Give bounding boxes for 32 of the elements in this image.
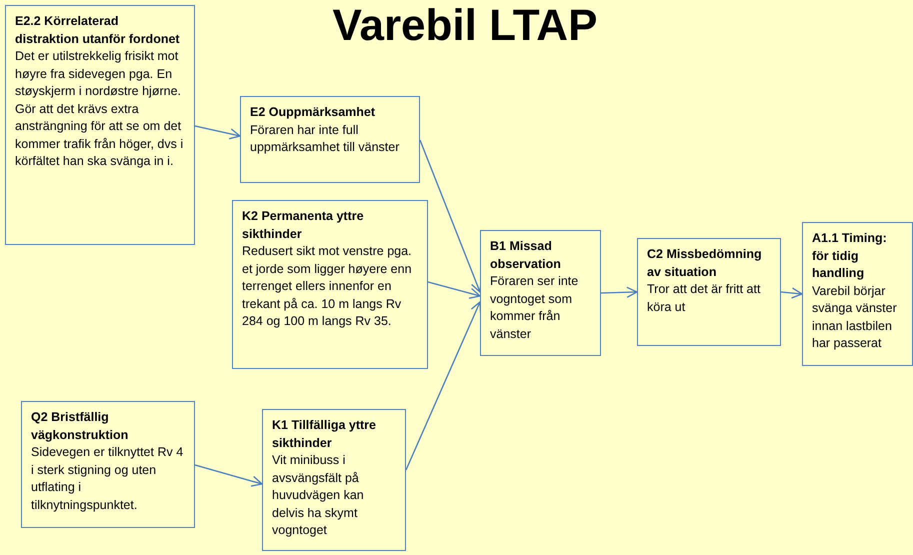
arrow xyxy=(780,287,803,299)
box-text: Föraren ser inte vogntoget som kommer från vänster xyxy=(490,273,580,342)
text-box xyxy=(802,222,913,366)
text-box xyxy=(5,5,195,245)
box-text: Vit minibuss i avsvängsfält på huvudvägen kan delvis ha skymt vogntoget xyxy=(272,452,365,539)
box-heading: E2.2 Körrelaterad distraktion utanför fordonet xyxy=(15,13,181,48)
arrow xyxy=(428,281,481,299)
box-heading: B1 Missad observation xyxy=(490,238,562,272)
text-box xyxy=(480,230,601,356)
box-heading: C2 Missbedömning av situation xyxy=(647,246,763,280)
arrow xyxy=(419,140,482,293)
box-heading: E2 Ouppmärksamhet xyxy=(250,104,376,121)
box-text: Varebil börjar svänga vänster innan lastbilen har passerat xyxy=(812,282,898,352)
text-box xyxy=(637,238,781,346)
box-heading: K2 Permanenta yttre sikthinder xyxy=(242,208,365,242)
box-heading: K1 Tillfälliga yttre sikthinder xyxy=(272,417,377,452)
box-text: Redusert sikt mot venstre pga. et jorde som ligger høyere enn terrenget ellers innenfor en trekant på ca. 10 m langs Rv 284 og 100 m langs Rv 35. xyxy=(242,243,413,330)
arrow xyxy=(405,301,482,470)
arrow xyxy=(600,286,638,298)
arrow xyxy=(194,464,263,487)
box-text: Föraren har inte full uppmärksamhet till vänster xyxy=(250,122,400,156)
arrow xyxy=(194,125,241,140)
text-box xyxy=(240,96,420,183)
box-text: Sidevegen er tilknyttet Rv 4 i sterk stigning og uten utflating i tilknytningspunktet. xyxy=(31,444,184,514)
text-box xyxy=(262,409,406,551)
text-box xyxy=(232,200,428,369)
text-box xyxy=(21,401,195,528)
title: Varebil LTAP xyxy=(332,0,598,52)
box-heading: A1.1 Timing: för tidig handling xyxy=(812,230,888,282)
box-text: Det er utilstrekkelig frisikt mot høyre fra sidevegen pga. En støyskjerm i nordøstre hjørne. Gör att det krävs extra ansträngning för att se om det kommer trafik från höger, dvs i körfältet han ska svänga in i. xyxy=(15,48,184,170)
box-heading: Q2 Bristfällig vägkonstruktion xyxy=(31,409,130,444)
box-text: Tror att det är fritt att köra ut xyxy=(647,281,762,316)
